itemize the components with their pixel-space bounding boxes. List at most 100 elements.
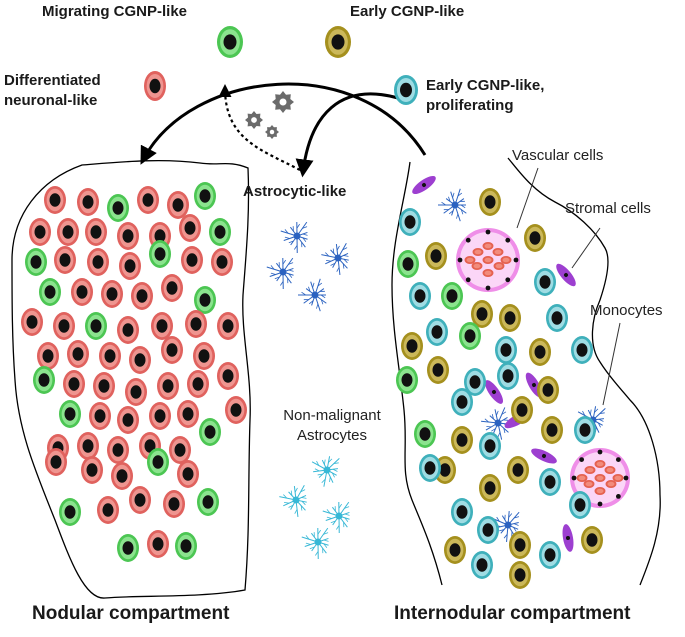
differentiated-cell-icon: [161, 336, 183, 364]
red-blood-cell-icon: [464, 256, 476, 264]
astrocyte-icon: [321, 242, 349, 275]
differentiated-cell-icon: [107, 436, 129, 464]
astrocyte-icon: [322, 501, 350, 534]
early-cell-icon: [325, 26, 351, 58]
proliferating-cell-icon: [409, 282, 431, 310]
vascular-cell-icon: [570, 448, 630, 508]
differentiated-cell-icon: [129, 486, 151, 514]
label-differentiated-2: neuronal-like: [4, 92, 98, 109]
label-astrocytic: Astrocytic-like: [243, 183, 347, 200]
differentiated-cell-icon: [211, 248, 233, 276]
proliferating-cell-icon: [534, 268, 556, 296]
differentiated-cell-icon: [81, 456, 103, 484]
early-cell-icon: [401, 332, 423, 360]
proliferating-cell-icon: [574, 416, 596, 444]
nodular-compartment-outline: [11, 159, 251, 599]
proliferating-cell-icon: [394, 75, 418, 105]
early-cell-icon: [479, 474, 501, 502]
differentiated-cell-icon: [119, 252, 141, 280]
proliferating-cell-icon: [451, 498, 473, 526]
label-nodular-compartment: Nodular compartment: [32, 603, 230, 624]
migrating-cell-icon: [149, 240, 171, 268]
differentiated-cell-icon: [54, 246, 76, 274]
label-monocytes: Monocytes: [590, 302, 663, 319]
differentiated-cell-icon: [117, 222, 139, 250]
label-vascular: Vascular cells: [512, 147, 604, 164]
vascular-cells-group: [456, 228, 630, 508]
vascular-leader-line: [516, 167, 539, 229]
differentiated-cell-icon: [217, 362, 239, 390]
early-cell-icon: [444, 536, 466, 564]
early-cell-icon: [471, 300, 493, 328]
label-stromal: Stromal cells: [565, 200, 651, 217]
migrating-cell-icon: [117, 534, 139, 562]
vascular-cell-icon: [456, 228, 520, 292]
differentiated-cell-icon: [111, 462, 133, 490]
differentiated-cell-icon: [144, 71, 166, 101]
monocytes-leader-line: [602, 322, 621, 406]
differentiated-cell-icon: [87, 248, 109, 276]
differentiated-cell-icon: [21, 308, 43, 336]
differentiated-cell-icon: [167, 191, 189, 219]
differentiated-cell-icon: [225, 396, 247, 424]
early-cell-icon: [524, 224, 546, 252]
early-cell-icon: [529, 338, 551, 366]
differentiated-cell-icon: [181, 246, 203, 274]
differentiated-cell-icon: [125, 378, 147, 406]
early-cell-icon: [581, 526, 603, 554]
differentiated-cell-icon: [177, 460, 199, 488]
differentiated-cell-icon: [99, 342, 121, 370]
migrating-cell-icon: [107, 194, 129, 222]
red-blood-cell-icon: [500, 256, 512, 264]
differentiated-cell-icon: [71, 278, 93, 306]
migrating-cell-icon: [396, 366, 418, 394]
red-blood-cell-icon: [594, 474, 606, 482]
stromal-cell-icon: [562, 524, 574, 552]
early-cell-icon: [509, 561, 531, 589]
astrocyte-icon: [311, 456, 340, 487]
differentiated-cell-icon: [117, 406, 139, 434]
red-blood-cell-icon: [576, 474, 588, 482]
differentiated-cell-icon: [179, 214, 201, 242]
migrating-cell-icon: [441, 282, 463, 310]
gear-icon: [265, 125, 279, 139]
differentiated-cell-icon: [93, 372, 115, 400]
differentiated-cell-icon: [129, 346, 151, 374]
migrating-cell-icon: [25, 248, 47, 276]
differentiated-cell-icon: [37, 342, 59, 370]
label-nonmalignant-1: Non-malignant: [283, 407, 381, 424]
differentiated-cell-icon: [217, 312, 239, 340]
red-blood-cell-icon: [594, 460, 606, 468]
migrating-cell-icon: [147, 448, 169, 476]
proliferating-cell-icon: [495, 336, 517, 364]
label-early: Early CGNP-like: [350, 3, 465, 20]
differentiated-cell-icon: [187, 370, 209, 398]
internodular-left-boundary: [391, 161, 443, 586]
early-cell-icon: [427, 356, 449, 384]
differentiated-cell-icon: [85, 218, 107, 246]
migrating-cell-icon: [397, 250, 419, 278]
migrating-cell-icon: [217, 26, 243, 58]
stromal-leader-line: [571, 227, 601, 269]
differentiated-cell-icon: [157, 372, 179, 400]
migrating-cell-icon: [209, 218, 231, 246]
early-cell-icon: [451, 426, 473, 454]
red-blood-cell-icon: [493, 262, 505, 270]
differentiated-cell-icon: [77, 188, 99, 216]
migrating-cell-icon: [459, 322, 481, 350]
proliferating-cell-icon: [539, 468, 561, 496]
proliferating-cell-icon: [571, 336, 593, 364]
differentiated-cell-icon: [185, 310, 207, 338]
label-early-prolif-2: proliferating: [426, 97, 514, 114]
label-nonmalignant-2: Astrocytes: [296, 427, 368, 444]
cells-group: [21, 26, 603, 589]
proliferating-cell-icon: [539, 541, 561, 569]
early-cell-icon: [425, 242, 447, 270]
red-blood-cell-icon: [482, 256, 494, 264]
red-blood-cell-icon: [605, 480, 617, 488]
proliferating-cell-icon: [464, 368, 486, 396]
early-cell-icon: [511, 396, 533, 424]
astrocyte-icon: [492, 511, 520, 542]
migrating-cell-icon: [197, 488, 219, 516]
